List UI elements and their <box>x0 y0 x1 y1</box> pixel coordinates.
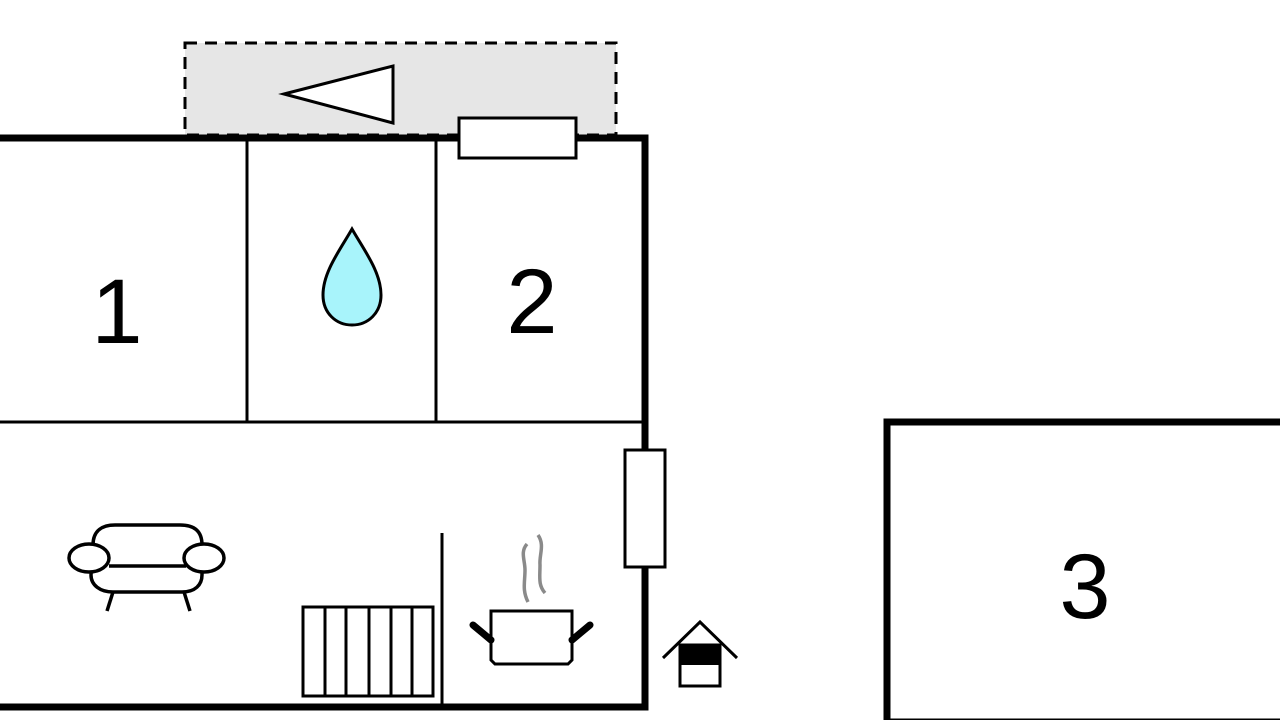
sofa-icon <box>67 523 226 612</box>
cooking-pot-icon <box>469 533 594 666</box>
entrance-house-icon <box>661 619 739 688</box>
room-2-label: 2 <box>506 251 557 353</box>
bathroom-drop-icon <box>321 225 383 327</box>
outer-walls <box>0 134 649 711</box>
inner-walls <box>0 138 645 707</box>
staircase-icon <box>301 605 435 698</box>
room-3 <box>883 418 1280 720</box>
terrace-arrow-icon <box>278 64 395 125</box>
terrace <box>183 41 618 137</box>
room-1-label: 1 <box>91 261 142 363</box>
window-top <box>457 116 578 160</box>
window-right <box>623 448 667 569</box>
room-3-label: 3 <box>1059 536 1110 638</box>
